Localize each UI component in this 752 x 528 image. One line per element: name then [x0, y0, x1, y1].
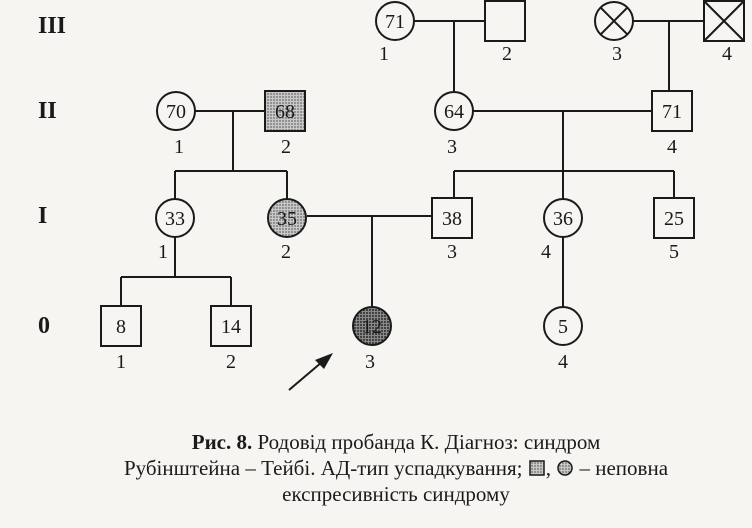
legend-partial-square-icon	[529, 460, 545, 476]
generation-label-I: I	[38, 203, 47, 229]
caption-text-1: Родовід пробанда К. Діагноз: синдром	[252, 430, 601, 454]
caption-line-2: Рубінштейна – Тейбі. АД-тип успадкування…	[40, 456, 752, 481]
individual-III-4: 4	[703, 0, 745, 65]
generation-label-II: II	[38, 98, 57, 124]
male-symbol	[484, 0, 526, 42]
figure-label: Рис. 8.	[191, 430, 253, 454]
age-label: 36	[553, 208, 573, 230]
caption-line-1: Рис. 8. Родовід пробанда К. Діагноз: син…	[40, 430, 752, 455]
individual-I-5: 25 5	[653, 197, 695, 263]
individual-number: 1	[379, 43, 389, 65]
individual-0-1: 81	[100, 305, 142, 373]
age-label: 68	[275, 101, 295, 123]
caption-text-2: Рубінштейна – Тейбі. АД-тип успадкування…	[123, 456, 523, 480]
age-label: 5	[558, 316, 568, 338]
individual-number: 1	[174, 136, 184, 158]
female-symbol	[156, 91, 196, 131]
individual-number: 4	[541, 241, 551, 263]
individual-I-3: 38 3	[431, 197, 473, 263]
female-symbol	[267, 198, 307, 238]
caption-text-2-tail: – неповна	[574, 456, 669, 480]
individual-III-1: 711	[375, 1, 415, 65]
age-label: 71	[662, 101, 682, 123]
male-symbol	[653, 197, 695, 239]
individual-number: 4	[558, 351, 568, 373]
individual-III-3: 3	[594, 1, 634, 65]
individual-number: 2	[281, 136, 291, 158]
individual-number: 3	[612, 43, 622, 65]
female-symbol	[375, 1, 415, 41]
individual-0-4: 54	[543, 306, 583, 373]
individual-number: 4	[667, 136, 677, 158]
pedigree-lines	[120, 20, 705, 308]
age-label: 14	[221, 316, 241, 338]
individual-number: 3	[447, 241, 457, 263]
female-symbol	[352, 306, 392, 346]
male-symbol	[210, 305, 252, 347]
caption-sep: ,	[545, 456, 557, 480]
cross-mark	[703, 0, 745, 42]
age-label: 25	[664, 208, 684, 230]
generation-label-III: III	[38, 13, 66, 39]
individual-number: 5	[669, 241, 679, 263]
individual-I-4: 364	[541, 198, 583, 263]
legend-partial-circle-icon	[557, 460, 573, 476]
male-symbol	[431, 197, 473, 239]
individual-number: 1	[158, 241, 168, 263]
male-symbol	[100, 305, 142, 347]
individual-II-2: 68 2	[264, 90, 306, 158]
individual-number: 3	[447, 136, 457, 158]
male-symbol	[651, 90, 693, 132]
proband-arrow	[288, 353, 333, 391]
generation-labels: III II I 0	[38, 13, 66, 339]
caption-line-3: експресивність синдрому	[40, 482, 752, 507]
individual-II-3: 64 3	[434, 91, 474, 158]
female-symbol	[434, 91, 474, 131]
caption-text-3: експресивність синдрому	[282, 482, 510, 506]
individual-number: 2	[502, 43, 512, 65]
age-label: 35	[277, 208, 297, 230]
female-symbol	[543, 306, 583, 346]
individual-number: 2	[226, 351, 236, 373]
individual-0-3: 12 3	[352, 306, 392, 373]
individual-II-1: 70 1	[156, 91, 196, 158]
individual-II-4: 71 4	[651, 90, 693, 158]
female-symbol	[543, 198, 583, 238]
age-label: 12	[362, 316, 382, 338]
male-symbol	[264, 90, 306, 132]
female-symbol	[155, 198, 195, 238]
individual-number: 4	[722, 43, 732, 65]
individual-I-1: 33 1	[155, 198, 195, 263]
individual-number: 1	[116, 351, 126, 373]
individual-number: 2	[281, 241, 291, 263]
age-label: 38	[442, 208, 462, 230]
individual-III-2: 2	[484, 0, 526, 65]
age-label: 70	[166, 101, 186, 123]
generation-label-0: 0	[38, 313, 50, 339]
age-label: 33	[165, 208, 185, 230]
age-label: 8	[116, 316, 126, 338]
individual-0-2: 14 2	[210, 305, 252, 373]
age-label: 71	[385, 11, 405, 33]
cross-mark	[599, 6, 629, 36]
age-label: 64	[444, 101, 464, 123]
individual-number: 3	[365, 351, 375, 373]
individual-I-2: 35 2	[267, 198, 307, 263]
